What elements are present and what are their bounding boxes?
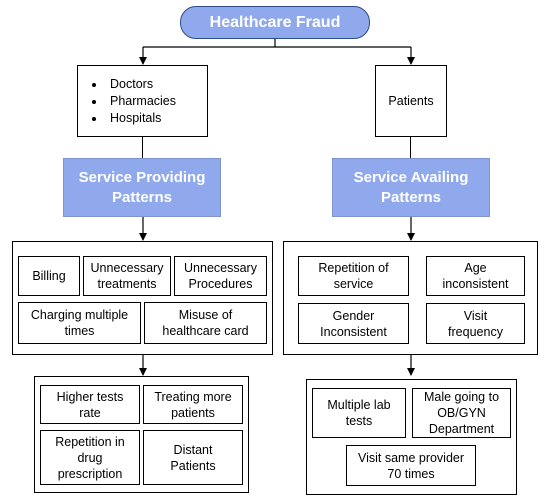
diagram-title: Healthcare Fraud [180,6,370,39]
provider-types-box: Doctors Pharmacies Hospitals [77,65,208,137]
pattern-billing: Billing [18,256,80,296]
pattern-visit-frequency: Visit frequency [426,303,525,344]
indicator-visit-same-provider: Visit same provider 70 times [346,445,476,486]
indicator-multiple-lab-tests: Multiple lab tests [312,388,406,438]
provider-type-item: Doctors [106,76,176,93]
pattern-unnecessary-procedures: Unnecessary Procedures [174,256,267,296]
pattern-unnecessary-treatments: Unnecessary treatments [83,256,171,296]
service-availing-patterns-heading: Service Availing Patterns [332,158,490,217]
indicator-higher-tests-rate: Higher tests rate [40,385,140,424]
pattern-charging-multiple-times: Charging multiple times [18,302,141,344]
indicator-male-obgyn: Male going to OB/GYN Department [412,388,511,438]
pattern-age-inconsistent: Age inconsistent [426,256,525,296]
provider-type-item: Pharmacies [106,93,176,110]
service-providing-patterns-heading: Service Providing Patterns [63,158,221,217]
indicator-repetition-drug-prescription: Repetition in drug prescription [40,430,140,485]
patients-connector [410,137,412,158]
patients-box: Patients [375,65,447,137]
indicator-treating-more-patients: Treating more patients [143,385,243,424]
provider-type-item: Hospitals [106,110,176,127]
pattern-repetition-of-service: Repetition of service [298,256,409,296]
indicator-distant-patients: Distant Patients [143,430,243,485]
provider-list-connector [142,137,144,158]
pattern-misuse-healthcare-card: Misuse of healthcare card [144,302,267,344]
pattern-gender-inconsistent: Gender Inconsistent [298,303,409,344]
